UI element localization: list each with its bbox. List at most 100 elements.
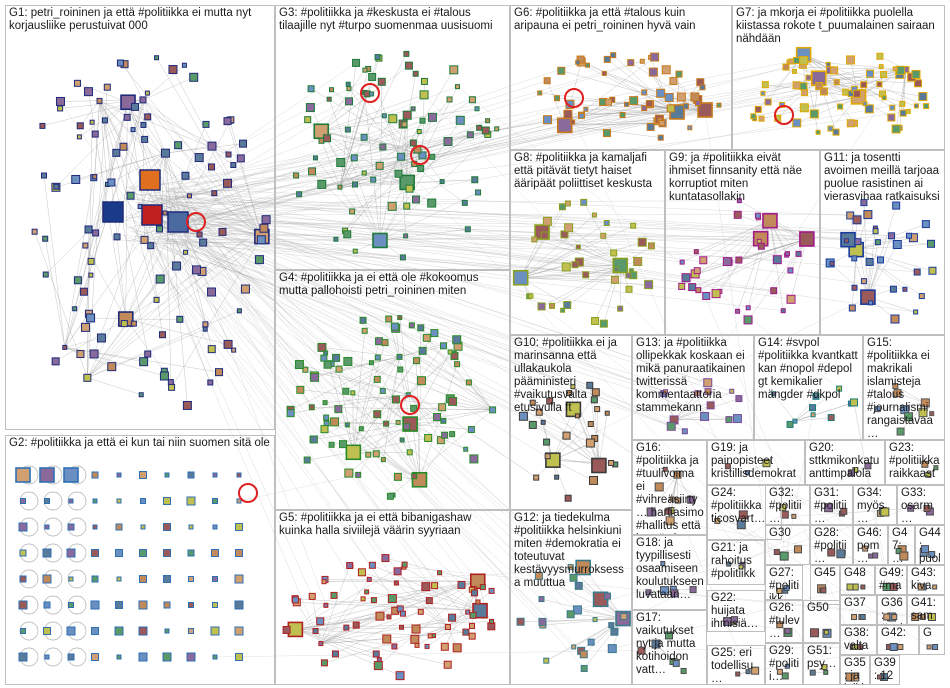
node: [528, 293, 534, 299]
node: [750, 113, 757, 120]
node: [540, 231, 549, 240]
edge: [122, 235, 634, 276]
edge: [353, 350, 423, 453]
node: [794, 545, 803, 554]
node: [427, 198, 437, 208]
node: [512, 269, 529, 286]
node: [630, 222, 637, 229]
node: [645, 589, 652, 596]
node: [144, 90, 150, 96]
node: [346, 562, 354, 570]
node: [793, 56, 801, 64]
group-label-g47: G47: …: [892, 527, 908, 565]
node: [383, 420, 390, 427]
node: [468, 96, 476, 104]
node: [544, 453, 551, 460]
edge: [165, 143, 244, 154]
group-label-g17: G17: vaikutukset nyt ja mutta kotihoidon…: [636, 612, 699, 676]
node: [850, 398, 859, 407]
edge: [168, 190, 585, 669]
node: [424, 643, 430, 649]
node: [393, 567, 402, 576]
node: [405, 184, 414, 193]
edge: [794, 417, 832, 422]
edge: [134, 193, 739, 399]
node: [207, 141, 217, 151]
node: [381, 554, 390, 563]
node: [583, 106, 589, 112]
group-box-g38: G38: valtaa: [840, 625, 877, 655]
node: [854, 238, 862, 246]
edge: [145, 80, 548, 210]
node: [564, 200, 571, 207]
edge: [677, 474, 692, 500]
edge: [295, 599, 322, 644]
node: [163, 497, 171, 505]
edge: [673, 398, 739, 421]
node: [489, 406, 497, 414]
edge: [99, 100, 190, 196]
node: [863, 210, 873, 220]
node: [590, 396, 598, 404]
node: [235, 523, 243, 531]
edge: [673, 391, 732, 421]
node: [563, 109, 573, 119]
node: [422, 333, 431, 342]
edge: [140, 104, 571, 236]
edge: [630, 62, 706, 111]
node: [881, 95, 887, 101]
node: [116, 498, 122, 504]
edge: [314, 356, 400, 378]
edge: [165, 153, 212, 350]
node: [570, 119, 576, 125]
edge: [804, 96, 859, 109]
node: [390, 322, 399, 331]
node: [579, 650, 588, 659]
node: [154, 55, 160, 61]
edge: [564, 125, 661, 138]
edge: [139, 114, 582, 196]
node: [575, 59, 581, 65]
edge: [128, 223, 458, 648]
node: [41, 172, 48, 179]
node: [475, 599, 481, 605]
node: [15, 467, 31, 483]
edge: [670, 520, 844, 553]
edge: [348, 88, 402, 157]
edge: [168, 187, 340, 370]
node: [754, 212, 761, 219]
node: [921, 460, 929, 468]
node: [697, 102, 713, 118]
edge: [165, 153, 172, 383]
group-label-g8: G8: #politiikka ja kamaljafi että pitävä…: [514, 152, 653, 190]
edge: [401, 141, 449, 157]
edge: [754, 54, 804, 119]
node: [587, 638, 595, 646]
node: [860, 278, 867, 285]
node: [282, 625, 291, 634]
node: [890, 314, 900, 324]
edge: [549, 400, 600, 466]
edge: [407, 134, 471, 183]
node: [388, 114, 398, 124]
node: [457, 580, 466, 589]
node: [352, 248, 358, 254]
node: [112, 148, 121, 157]
edge: [168, 223, 849, 240]
edge: [603, 265, 621, 324]
edge: [44, 238, 66, 348]
node: [770, 287, 778, 295]
edge: [867, 242, 879, 298]
group-label-g33: G33: osarm…: [901, 487, 933, 525]
node: [601, 70, 607, 76]
node: [164, 628, 170, 634]
node: [449, 431, 456, 438]
edge: [165, 189, 596, 393]
edge: [803, 54, 909, 112]
edge: [138, 218, 666, 392]
node: [322, 400, 328, 406]
node: [745, 669, 751, 675]
group-box-g36: G36: #poli…: [877, 595, 907, 625]
node: [76, 350, 85, 359]
node: [291, 596, 299, 604]
